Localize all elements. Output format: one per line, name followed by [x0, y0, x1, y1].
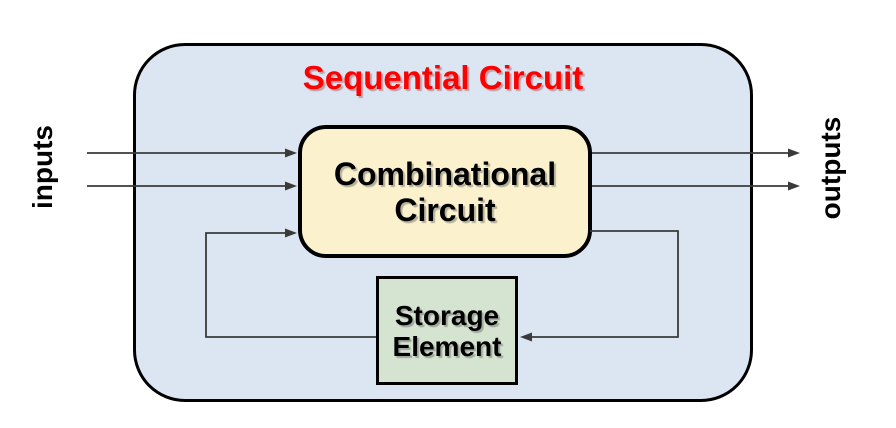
- output-arrowhead-2: [788, 181, 800, 191]
- output-arrowhead-1: [788, 148, 800, 158]
- storage-element-block: Storage Element: [376, 276, 518, 385]
- combinational-circuit-label-line2: Circuit: [394, 191, 496, 228]
- storage-element-label-line1: Storage: [394, 299, 500, 331]
- inputs-label: inputs: [27, 125, 58, 209]
- combinational-circuit-label-line1: Combinational: [333, 155, 557, 192]
- sequential-circuit-title: Sequential Circuit: [302, 59, 584, 96]
- combinational-circuit-block: Combinational Circuit: [298, 125, 592, 258]
- storage-element-label-line2: Element: [392, 330, 502, 362]
- outputs-label: outputs: [815, 116, 846, 220]
